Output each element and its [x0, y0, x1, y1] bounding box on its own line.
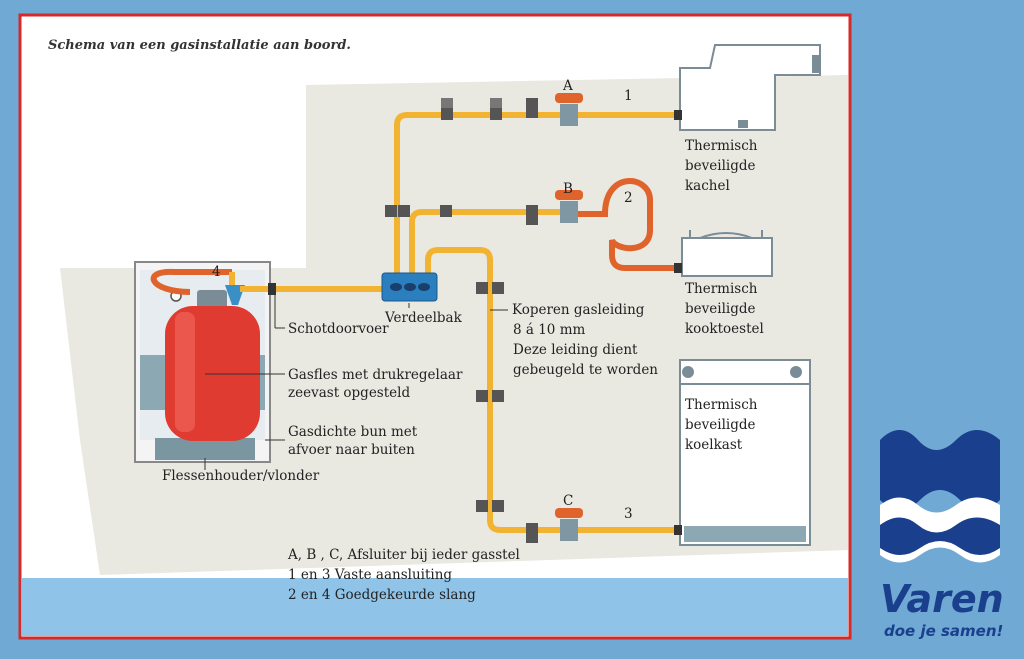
verdeelbak	[381, 272, 438, 302]
distribution-pipes	[394, 112, 680, 533]
leiding-label-line1: Koperen gasleiding	[512, 302, 645, 318]
kooktoestel-label-line3: kooktoestel	[685, 321, 764, 337]
kooktoestel-label-line1: Thermisch	[685, 281, 758, 297]
diagram-title: Schema van een gasinstallatie aan boord.	[48, 38, 351, 53]
valve-c	[555, 508, 583, 541]
connection-1-label: 1	[624, 88, 633, 104]
legend-line3: 2 en 4 Goedgekeurde slang	[288, 587, 476, 603]
connection-4-label: 4	[212, 264, 221, 280]
pipe-clamps	[385, 98, 538, 543]
bun-label-line2: afvoer naar buiten	[288, 442, 415, 458]
valve-b-label: B	[563, 181, 573, 197]
water	[22, 578, 848, 636]
leiding-label-line4: gebeugeld te worden	[513, 362, 658, 378]
flessenhouder-label: Flessenhouder/vlonder	[162, 468, 320, 484]
wave-icon	[880, 430, 1000, 510]
valve-a	[555, 93, 583, 126]
gasfles-label-line1: Gasfles met drukregelaar	[288, 367, 463, 383]
kachel-label-line2: beveiligde	[685, 158, 755, 174]
stove	[674, 230, 773, 277]
leader-lines	[204, 295, 508, 470]
leiding-label-line3: Deze leiding dient	[513, 342, 638, 358]
schotdoorvoer-label: Schotdoorvoer	[288, 321, 389, 337]
legend-line2: 1 en 3 Vaste aansluiting	[288, 567, 452, 583]
koelkast-label-line2: beveiligde	[685, 417, 755, 433]
fridge	[674, 359, 811, 546]
valve-a-label: A	[562, 78, 573, 94]
valve-b	[555, 190, 583, 223]
valve-c-label: C	[563, 493, 573, 509]
kachel-label-line1: Thermisch	[685, 138, 758, 154]
brand-name: Varen	[880, 577, 1004, 621]
bun-label-line1: Gasdichte bun met	[288, 424, 418, 440]
hose-4	[150, 268, 232, 295]
heater	[674, 44, 821, 131]
kooktoestel-label-line2: beveiligde	[685, 301, 755, 317]
legend-line1: A, B , C, Afsluiter bij ieder gasstel	[287, 547, 520, 563]
connection-2-label: 2	[624, 190, 633, 206]
schotdoorvoer-fitting	[268, 283, 276, 295]
gasfles-label-line2: zeevast opgesteld	[288, 385, 410, 401]
kachel-label-line3: kachel	[685, 178, 730, 194]
verdeelbak-label: Verdeelbak	[384, 310, 463, 326]
koelkast-label-line3: koelkast	[685, 437, 743, 453]
hose-2	[570, 178, 680, 271]
koelkast-label-line1: Thermisch	[685, 397, 758, 413]
gas-cylinder	[165, 290, 260, 441]
varen-logo: Varen doe je samen!	[880, 430, 1004, 640]
cylinder-platform	[155, 438, 255, 460]
leiding-label-line2: 8 á 10 mm	[513, 322, 585, 338]
connection-3-label: 3	[624, 506, 633, 522]
brand-tagline: doe je samen!	[884, 622, 1003, 640]
